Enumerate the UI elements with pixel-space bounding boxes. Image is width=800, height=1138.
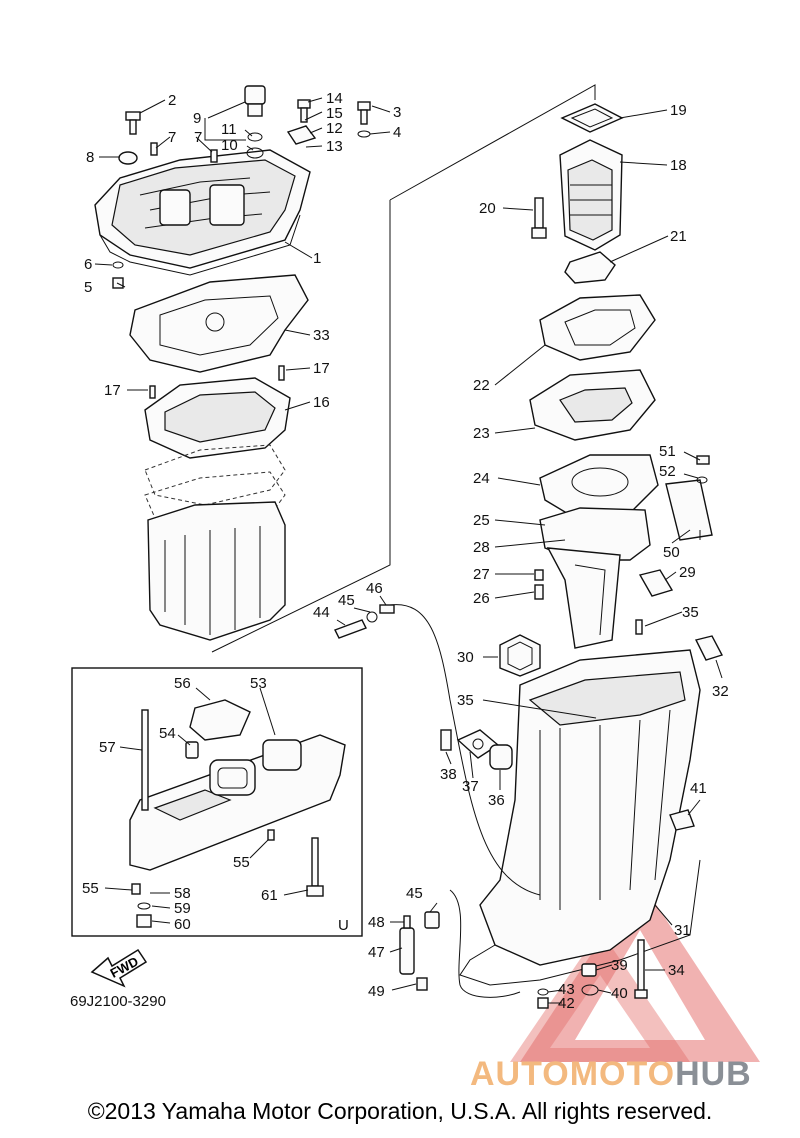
callout-49: 49	[368, 983, 385, 1000]
callout-15: 15	[326, 105, 343, 122]
callout-13: 13	[326, 138, 343, 155]
callout-55b: 55	[82, 880, 99, 897]
svg-text:AUTOMOTOHUB: AUTOMOTOHUB	[470, 1055, 752, 1093]
leader-lines	[94, 97, 723, 1004]
callout-52: 52	[659, 463, 676, 480]
callout-35a: 35	[682, 604, 699, 621]
copyright-notice: ©2013 Yamaha Motor Corporation, U.S.A. A…	[87, 1098, 713, 1124]
callout-28: 28	[473, 539, 490, 556]
diagram-code: 69J2100-3290	[70, 993, 166, 1010]
callout-16: 16	[313, 394, 330, 411]
callout-25: 25	[473, 512, 490, 529]
small-parts-50-51-52-29	[638, 455, 713, 597]
callout-54: 54	[159, 725, 176, 742]
callout-24: 24	[473, 470, 490, 487]
callout-45a: 45	[338, 592, 355, 609]
callout-55a: 55	[233, 854, 250, 871]
callout-27: 27	[473, 566, 490, 583]
callout-29: 29	[679, 564, 696, 581]
callout-37: 37	[462, 778, 479, 795]
callout-17b: 17	[104, 382, 121, 399]
fwd-label: FWD	[108, 954, 141, 981]
callout-50: 50	[663, 544, 680, 561]
callout-59: 59	[174, 900, 191, 917]
callout-2: 2	[168, 92, 176, 109]
callout-18: 18	[670, 157, 687, 174]
callout-47: 47	[368, 944, 385, 961]
callout-45b: 45	[406, 885, 423, 902]
callout-38: 38	[440, 766, 457, 783]
callout-51: 51	[659, 443, 676, 460]
callout-32: 32	[712, 683, 729, 700]
assembly-boundary-lines	[211, 84, 596, 653]
callout-33: 33	[313, 327, 330, 344]
callout-53: 53	[250, 675, 267, 692]
callout-7a: 7	[168, 129, 176, 146]
callout-11: 11	[221, 121, 237, 138]
callout-14: 14	[326, 90, 343, 107]
gasket-33	[129, 274, 309, 373]
callout-34: 34	[668, 962, 685, 979]
upper-casing-body	[147, 501, 286, 641]
callout-58: 58	[174, 885, 191, 902]
callout-1: 1	[313, 250, 321, 267]
callout-36: 36	[488, 792, 505, 809]
callout-12: 12	[326, 120, 343, 137]
exhaust-parts-right-upper	[531, 103, 624, 284]
adapter-part-16	[144, 365, 291, 459]
callout-42: 42	[558, 995, 575, 1012]
mount-parts-36-37-38	[440, 729, 513, 770]
callout-44: 44	[313, 604, 330, 621]
watermark-text: AUTOMOTOHUB	[470, 1055, 752, 1093]
top-hardware	[112, 85, 371, 289]
watermark-prefix: AUTOMOTO	[470, 1055, 675, 1093]
callout-17a: 17	[313, 360, 330, 377]
callout-56: 56	[174, 675, 191, 692]
callout-39: 39	[611, 957, 628, 974]
callout-4: 4	[393, 124, 401, 141]
upper-casing-part-1	[94, 149, 311, 276]
seal-30	[499, 619, 724, 677]
callout-30: 30	[457, 649, 474, 666]
exhaust-manifold-25	[534, 507, 651, 649]
callout-23: 23	[473, 425, 490, 442]
callout-31: 31	[674, 922, 691, 939]
callout-35b: 35	[457, 692, 474, 709]
callout-26: 26	[473, 590, 490, 607]
callout-43: 43	[558, 981, 575, 998]
callout-10: 10	[221, 137, 238, 154]
callout-48: 48	[368, 914, 385, 931]
callout-61: 61	[261, 887, 278, 904]
watermark-logo	[510, 880, 760, 1062]
callout-6: 6	[84, 256, 92, 273]
watermark-suffix: HUB	[675, 1055, 752, 1093]
callout-46: 46	[366, 580, 383, 597]
hose-assembly	[334, 604, 541, 896]
gaskets-22-23-24	[529, 294, 659, 519]
callout-40: 40	[611, 985, 628, 1002]
callout-20: 20	[479, 200, 496, 217]
inset-label: U	[338, 917, 349, 934]
callout-41: 41	[690, 780, 707, 797]
callout-8: 8	[86, 149, 94, 166]
inset-box	[71, 667, 363, 937]
callout-60: 60	[174, 916, 191, 933]
callout-5: 5	[84, 279, 92, 296]
callout-57: 57	[99, 739, 116, 756]
callout-9: 9	[193, 110, 201, 127]
callout-19: 19	[670, 102, 687, 119]
callout-3: 3	[393, 104, 401, 121]
callout-21: 21	[670, 228, 687, 245]
fwd-arrow: FWD	[90, 948, 148, 988]
upper-casing-31	[459, 649, 701, 986]
callout-7b: 7	[194, 129, 202, 146]
callout-labels: 1 2 3 4 5 6 7 7 8 9 10 11 12 13 14 15 16…	[70, 90, 729, 1012]
hose-lower	[399, 889, 521, 998]
callout-22: 22	[473, 377, 490, 394]
